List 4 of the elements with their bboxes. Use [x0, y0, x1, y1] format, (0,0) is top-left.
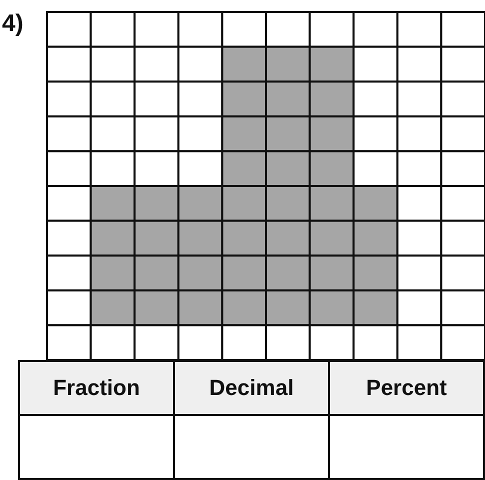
column-header: Percent	[328, 360, 485, 416]
question-number: 4)	[2, 10, 24, 38]
column-header: Fraction	[18, 360, 175, 416]
column-header: Decimal	[173, 360, 330, 416]
